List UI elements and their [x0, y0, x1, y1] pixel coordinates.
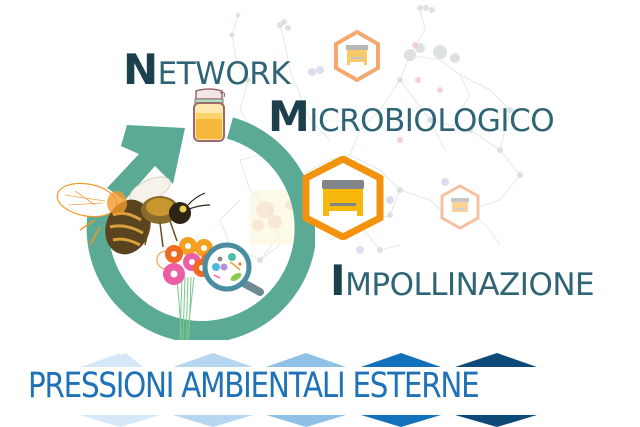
pressure-triangles: [80, 353, 537, 427]
title-network-initial: N: [123, 45, 158, 94]
magnifying-glass-icon: [202, 242, 264, 296]
title-microbiologico-rest: ICROBIOLOGICO: [309, 103, 555, 139]
cycle-arrow-icon: [86, 117, 315, 340]
beehive-icon: [302, 156, 384, 240]
beehive-icon: [440, 184, 480, 230]
beehive-icon: [334, 30, 380, 82]
title-microbiologico: MICROBIOLOGICO: [268, 96, 555, 139]
banner-text: PRESSIONI AMBIENTALI ESTERNE: [28, 366, 480, 406]
triangles-bottom: [80, 415, 537, 427]
triangles-top: [80, 353, 537, 367]
title-impollinazione: IMPOLLINAZIONE: [330, 260, 595, 303]
title-microbiologico-initial: M: [268, 92, 310, 141]
bee-icon: [56, 176, 210, 255]
title-network: NETWORK: [123, 49, 291, 92]
title-impollinazione-initial: I: [330, 256, 346, 305]
title-network-rest: ETWORK: [157, 56, 291, 92]
title-impollinazione-rest: MPOLLINAZIONE: [345, 267, 595, 303]
honey-jar-icon: [193, 88, 226, 142]
